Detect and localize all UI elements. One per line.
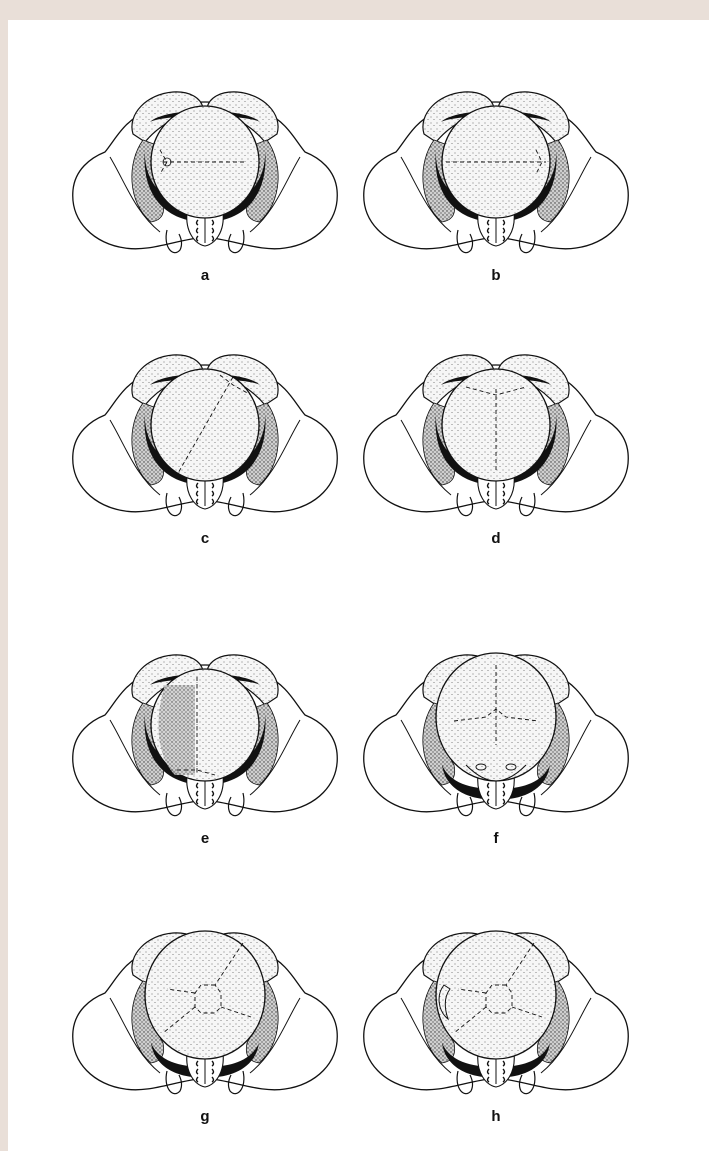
panel-f: f xyxy=(346,625,646,865)
fetal-head xyxy=(436,653,556,781)
pelvis-head-diagram-h xyxy=(346,903,646,1103)
pelvis-head-diagram-e xyxy=(55,625,355,825)
pelvis-head-diagram-b xyxy=(346,62,646,262)
pelvis-head-diagram-a xyxy=(55,62,355,262)
pelvis-head-diagram-d xyxy=(346,325,646,525)
fetal-head xyxy=(442,369,550,481)
panel-label-f: f xyxy=(346,830,646,847)
panel-label-h: h xyxy=(346,1108,646,1125)
figure-sheet: a b c d e f g h xyxy=(8,20,709,1151)
panel-label-d: d xyxy=(346,530,646,547)
fetal-head xyxy=(436,931,556,1059)
fetal-head xyxy=(151,106,259,218)
panel-g: g xyxy=(55,903,355,1143)
pelvis-head-diagram-g xyxy=(55,903,355,1103)
panel-label-a: a xyxy=(55,267,355,284)
fetal-head xyxy=(151,369,259,481)
panel-h: h xyxy=(346,903,646,1143)
panel-a: a xyxy=(55,62,355,302)
fetal-skull xyxy=(151,369,259,481)
fetal-head xyxy=(151,669,259,781)
panel-d: d xyxy=(346,325,646,565)
panel-label-b: b xyxy=(346,267,646,284)
fetal-skull xyxy=(145,931,265,1059)
panel-e: e xyxy=(55,625,355,865)
fetal-head xyxy=(145,931,265,1059)
panel-label-g: g xyxy=(55,1108,355,1125)
panel-b: b xyxy=(346,62,646,302)
panel-c: c xyxy=(55,325,355,565)
fetal-skull xyxy=(436,931,556,1059)
panel-label-e: e xyxy=(55,830,355,847)
panel-label-c: c xyxy=(55,530,355,547)
pelvis-head-diagram-c xyxy=(55,325,355,525)
pelvis-head-diagram-f xyxy=(346,625,646,825)
fetal-head xyxy=(442,106,550,218)
